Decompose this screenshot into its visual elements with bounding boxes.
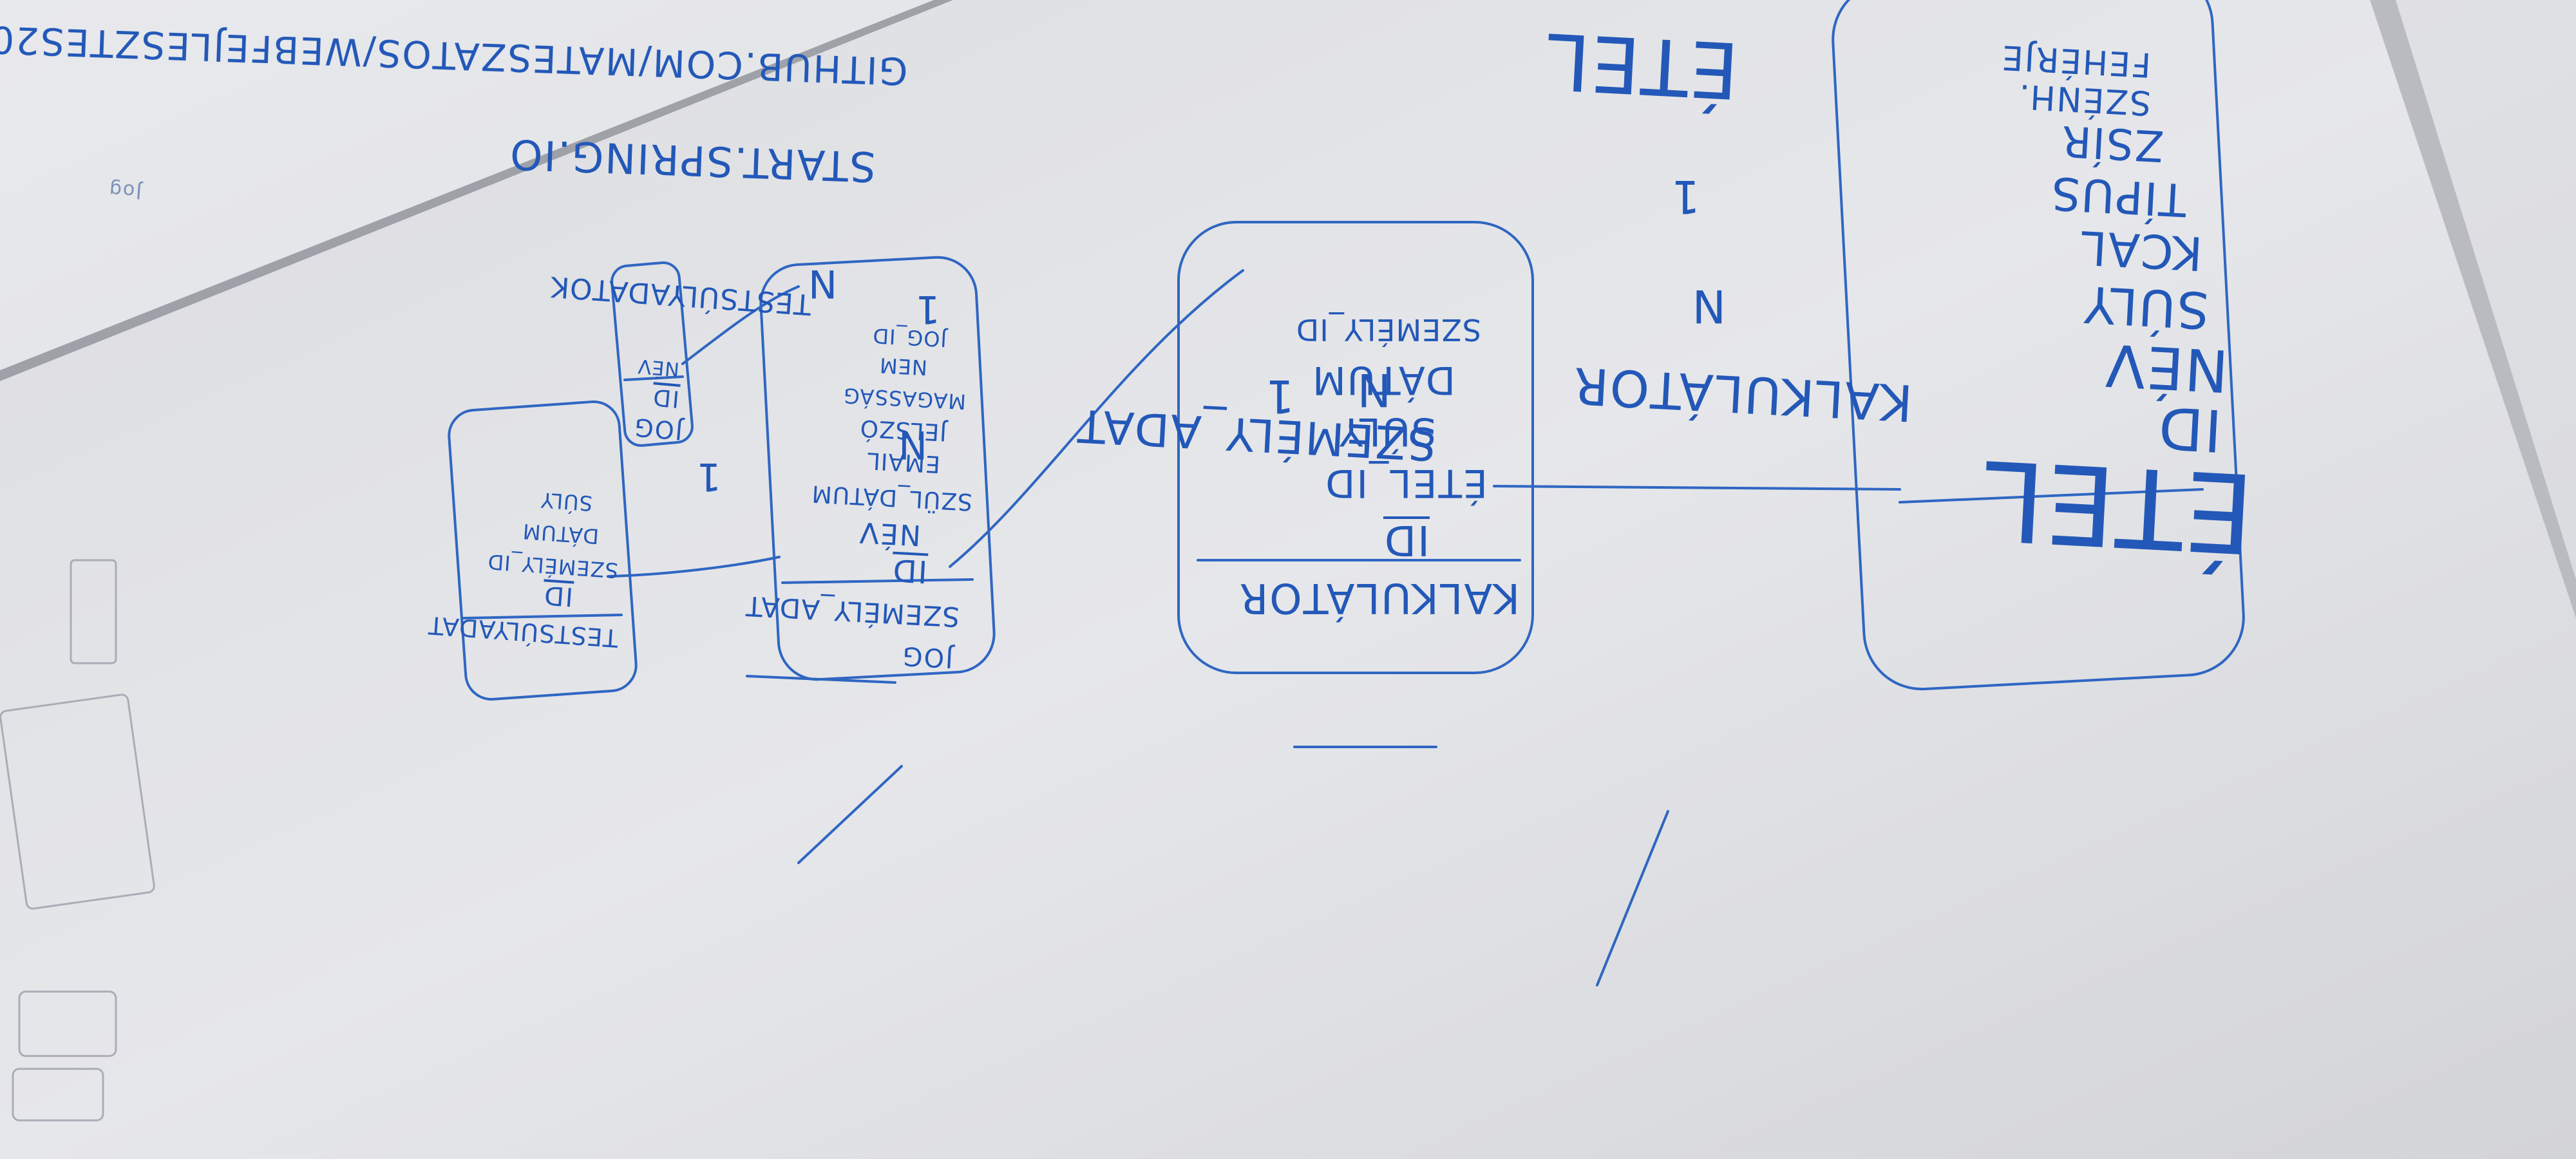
relation-line-szemely-testsuly — [797, 765, 903, 864]
szemelyadat-field-magassag: MAGASSÁG — [842, 383, 967, 414]
testsuly-field-suly: SÚLY — [539, 487, 594, 516]
kalkulator-field-id: ID — [1383, 516, 1430, 563]
szemelyadat-field-szul-datum: SZÜL_DÁTUM — [810, 480, 973, 515]
etel-field-zsir: ZSÍR — [2059, 115, 2165, 171]
cardinality-n-testsuly-rel: N — [807, 261, 837, 306]
etel-field-suly: SÚLY — [2081, 274, 2211, 339]
kalkulator-table-title: KALKULÁTOR — [1238, 574, 1520, 621]
jog-field-id: ID — [650, 382, 681, 412]
cardinality-1-testsuly-rel: 1 — [914, 287, 940, 332]
szemelyadat-field-nem: NEM — [878, 353, 928, 380]
link-testsuly-szemely — [607, 556, 781, 578]
whiteboard-frame-top — [0, 0, 953, 381]
cardinality-1-etel-rel: 1 — [1670, 170, 1700, 223]
faint-sketch-box-4 — [12, 1068, 104, 1122]
szemelyadat-field-nev: NÉV — [857, 515, 922, 552]
kalkulator-field-etel-id: ÉTEL_ID — [1324, 460, 1488, 505]
etel-field-kcal: KCAL — [2078, 220, 2204, 281]
cardinality-1-szemely: 1 — [1264, 370, 1294, 422]
github-url-note: GITHUB.COM/MATESZATOS/WEBFEJLESZTES2024_… — [0, 11, 909, 93]
jog-table-title: JOG — [632, 412, 684, 446]
testsuly-table-title: TESTSÚLYADAT — [427, 610, 620, 653]
link-kalkulator-szemely — [949, 269, 1244, 568]
link-etel-kalkulator — [1493, 485, 1901, 491]
kalkulator-table-box — [1177, 221, 1534, 674]
etel-field-nev: NÉV — [2103, 330, 2230, 404]
jog-field-nev: NÉV — [636, 354, 681, 381]
szemelyadat-table-box — [759, 256, 996, 681]
jog-table-box — [611, 261, 694, 447]
etel-title-divider — [1899, 488, 2204, 504]
etel-field-szenh: SZÉNH. — [2016, 76, 2152, 122]
testsuly-table-box — [448, 400, 638, 701]
faint-sketch-box-1 — [70, 559, 117, 664]
szemelyadat-title-divider — [781, 578, 974, 584]
etel-field-id: ID — [2155, 393, 2224, 464]
szemelyadat-field-id: ID — [891, 551, 929, 590]
relation-testsuly-label: TESTSÚLYADATOK — [549, 269, 813, 321]
cardinality-n-szemely: N — [897, 422, 927, 467]
faint-sketch-box-3 — [18, 990, 117, 1057]
relation-etel-label: ÉTEL — [1543, 15, 1741, 115]
cardinality-n-kalkulator: N — [1356, 363, 1391, 416]
cardinality-1-jog: 1 — [695, 454, 721, 499]
cardinality-n-etel-rel: N — [1690, 279, 1726, 332]
relation-line-etel-kalkulator — [1596, 810, 1669, 986]
relation-jog-label: JOG — [900, 640, 954, 674]
testsuly-field-id: ID — [542, 579, 574, 612]
whiteboard-frame-right — [2370, 0, 2576, 618]
testsuly-field-datum: DÁTUM — [521, 518, 600, 549]
testsuly-title-divider — [462, 614, 623, 619]
szemelyadat-table-title: SZEMÉLY_ADAT — [744, 590, 961, 633]
start-spring-note: START.SPRING.IO — [508, 129, 877, 190]
testsuly-field-szemely-id: SZEMÉLY_ID — [486, 549, 620, 583]
kalkulator-field-szemely-id: SZEMÉLY_ID — [1295, 312, 1481, 347]
faint-sketch-box-2 — [0, 693, 155, 910]
link-szemely-jog — [681, 285, 800, 365]
etel-table-box — [1832, 0, 2245, 691]
relation-line-szemely-jog — [746, 675, 896, 684]
etel-field-tipus: TÍPUS — [2049, 166, 2188, 227]
relation-kalkulator-label: KALKULÁTOR — [1571, 355, 1914, 431]
small-jog-note: Jog — [107, 178, 143, 203]
etel-field-feherje: FEHÉRJE — [2000, 37, 2152, 84]
jog-title-divider — [623, 375, 684, 381]
